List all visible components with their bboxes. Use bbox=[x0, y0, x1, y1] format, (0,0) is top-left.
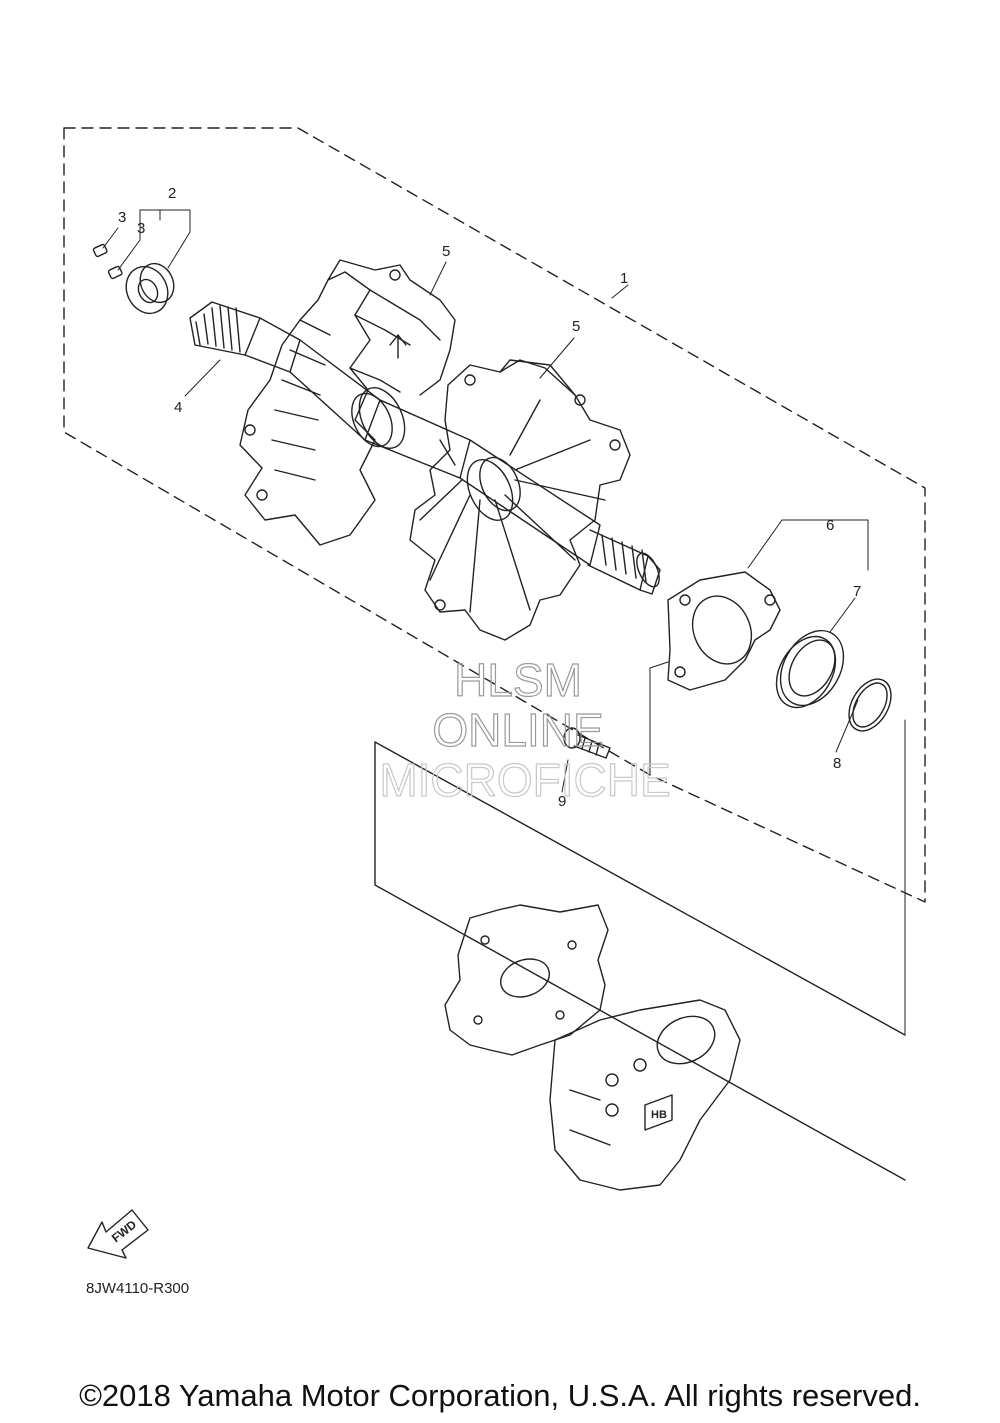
drive-shaft-part-4 bbox=[189, 301, 661, 595]
copyright-notice: ©2018 Yamaha Motor Corporation, U.S.A. A… bbox=[79, 1378, 921, 1413]
pin-part-3a bbox=[92, 243, 108, 258]
sprocket-part-5-right bbox=[409, 359, 631, 641]
watermark: HLSM ONLINE MICROFICHE bbox=[379, 653, 672, 806]
callout-7: 7 bbox=[853, 583, 861, 600]
hb-label: HB bbox=[651, 1109, 667, 1121]
callout-4: 4 bbox=[174, 399, 182, 416]
leader-lines bbox=[102, 209, 906, 1036]
watermark-line-3: MICROFICHE bbox=[379, 754, 670, 806]
watermark-line-2: ONLINE bbox=[432, 704, 603, 756]
callout-8: 8 bbox=[833, 755, 841, 772]
watermark-line-1: HLSM bbox=[454, 654, 582, 706]
diagram-code: 8JW4110-R300 bbox=[86, 1280, 190, 1297]
pin-part-3b bbox=[107, 265, 123, 280]
callout-3a: 3 bbox=[118, 209, 126, 226]
brake-caliper bbox=[549, 999, 741, 1191]
bearing-housing-part-6 bbox=[667, 571, 781, 691]
brake-disc bbox=[444, 904, 609, 1056]
bolt-part-9 bbox=[563, 727, 611, 759]
callout-1: 1 bbox=[620, 270, 628, 287]
fwd-arrow-icon bbox=[87, 1209, 149, 1259]
callout-5a: 5 bbox=[442, 243, 450, 260]
sprocket-part-5-left bbox=[239, 259, 456, 546]
bearing-part-2 bbox=[125, 262, 175, 315]
callout-3b: 3 bbox=[137, 220, 145, 237]
seal-part-7 bbox=[775, 629, 845, 709]
callout-labels: 1 2 3 3 4 5 5 6 7 8 9 bbox=[118, 185, 861, 810]
brake-group-boundary bbox=[374, 741, 906, 1181]
callout-9: 9 bbox=[558, 793, 566, 810]
circlip-part-8 bbox=[848, 678, 892, 732]
callout-2: 2 bbox=[168, 185, 176, 202]
callout-6: 6 bbox=[826, 517, 834, 534]
callout-5b: 5 bbox=[572, 318, 580, 335]
assembly-boundary bbox=[63, 127, 926, 903]
